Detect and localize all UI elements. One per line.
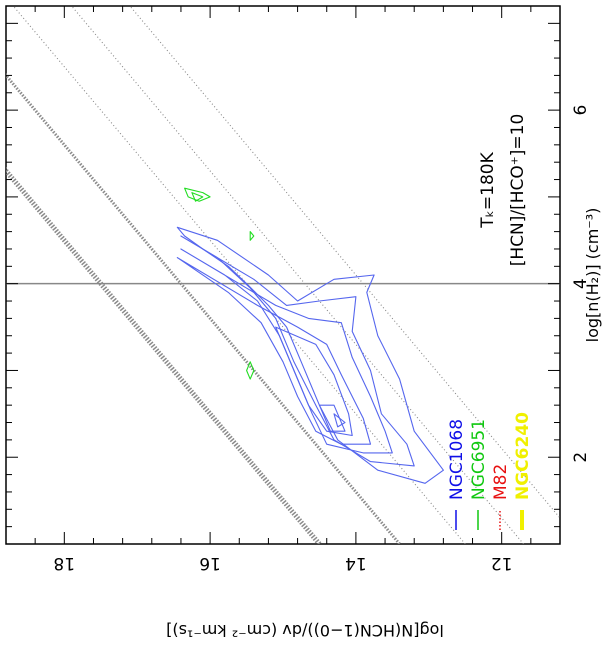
ngc1068-contour-6 — [318, 404, 346, 432]
annotation-abundance-ratio: [HCN]/[HCO⁺]=10 — [508, 114, 528, 267]
legend-label: NGC6951 — [469, 419, 489, 500]
legend-label: M82 — [491, 464, 511, 500]
y-tick-label: 18 — [53, 553, 75, 573]
legend-label: NGC1068 — [447, 419, 467, 500]
y-tick-label-group: 16 — [199, 553, 221, 573]
x-tick-label-group: 4 — [571, 278, 591, 289]
ngc6951-contour-2 — [191, 192, 204, 202]
y-axis-ticks: 12 14 16 18 — [5, 6, 561, 573]
x-tick-label: 2 — [571, 452, 591, 463]
x-tick-label-group: 2 — [571, 452, 591, 463]
ngc1068-contour-3 — [180, 248, 393, 454]
ngc6951-contour-1 — [184, 187, 211, 202]
ngc1068-contour-1 — [176, 226, 444, 484]
ngc1068-contour-5 — [275, 326, 353, 437]
legend-entry: NGC6951 — [469, 419, 489, 500]
x-axis-title: log[n(H₂)] (cm⁻³) — [583, 208, 602, 343]
ngc1068-contour-2 — [180, 235, 415, 467]
ngc6951-contour-4 — [249, 231, 255, 241]
legend-label: NGC6240 — [513, 412, 533, 500]
ngc1068-contour-7 — [333, 413, 346, 428]
ngc1068-contour-4 — [176, 257, 372, 445]
ngc6951-contour-3 — [246, 361, 255, 380]
y-tick-label: 14 — [345, 553, 367, 573]
y-tick-label-group: 12 — [491, 553, 513, 573]
y-tick-label: 12 — [491, 553, 513, 573]
legend-entry: M82 — [491, 464, 511, 500]
x-axis-ticks: 2 4 6 — [6, 5, 591, 545]
model-line-2 — [6, 73, 401, 544]
plot-frame — [5, 5, 561, 545]
y-tick-label-group: 18 — [53, 553, 75, 573]
x-tick-label: 4 — [571, 278, 591, 289]
y-tick-label: 16 — [199, 553, 221, 573]
y-axis-title: log[N(HCN(1−0))/dv (cm⁻² km⁻¹s)] — [166, 621, 444, 640]
legend-entry: NGC6240 — [513, 412, 533, 500]
model-lines — [6, 6, 560, 544]
legend-entry: NGC1068 — [447, 419, 467, 500]
y-tick-label-group: 14 — [345, 553, 367, 573]
annotation-temperature: Tₖ=180K — [478, 151, 498, 228]
x-tick-label: 6 — [571, 105, 591, 116]
x-tick-label-group: 6 — [571, 105, 591, 116]
model-line-1 — [6, 166, 322, 544]
model-line-3 — [12, 6, 466, 544]
contour-group — [176, 187, 444, 484]
